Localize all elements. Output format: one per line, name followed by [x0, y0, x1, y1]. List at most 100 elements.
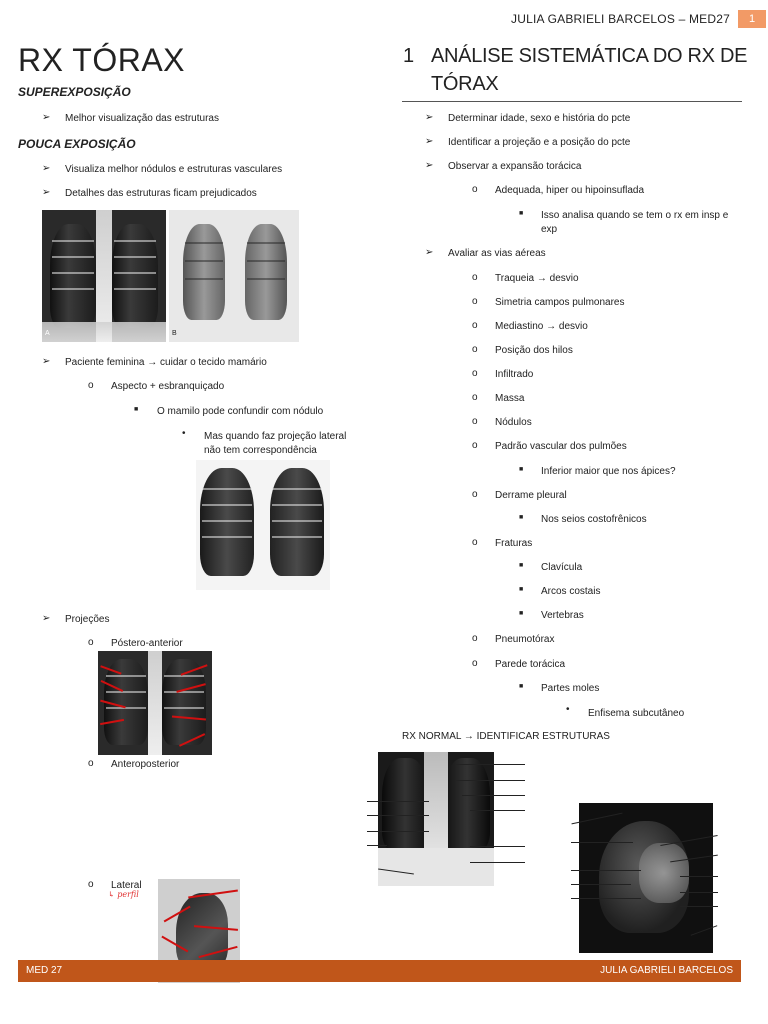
item-inferior: Inferior maior que nos ápices? [541, 466, 676, 477]
section-title-line1: ANÁLISE SISTEMÁTICA DO RX DE [431, 45, 748, 67]
lateral-note-line2: não tem correspondência [204, 445, 317, 456]
label-line [571, 884, 631, 885]
footer-left: MED 27 [26, 965, 63, 976]
item-derrame: Derrame pleural [495, 490, 567, 501]
pouca-exposicao-heading: POUCA EXPOSIÇÃO [18, 137, 136, 151]
arrow-bullet-icon: ➢ [425, 136, 434, 147]
label-line [367, 801, 429, 802]
circle-bullet-icon: o [472, 296, 478, 307]
item-fraturas: Fraturas [495, 538, 533, 549]
xray-image-normal-lateral [579, 803, 713, 953]
item-parede: Parede torácica [495, 659, 566, 670]
mamilo-item: O mamilo pode confundir com nódulo [157, 406, 324, 417]
circle-bullet-icon: o [472, 658, 478, 669]
item-nodulos: Nódulos [495, 417, 532, 428]
item-simetria: Simetria campos pulmonares [495, 297, 625, 308]
dot-bullet-icon: • [566, 704, 570, 715]
label-line [470, 810, 525, 811]
projecoes-item: Projeções [65, 614, 110, 625]
anteroposterior-item: Anteroposterior [111, 759, 180, 770]
arrow-bullet-icon: ➢ [425, 247, 434, 258]
pouca-item-1: Visualiza melhor nódulos e estruturas va… [65, 164, 283, 175]
page-title: RX TÓRAX [18, 42, 185, 78]
xray-image-normal-pa [378, 752, 494, 886]
superexposicao-heading: SUPEREXPOSIÇÃO [18, 85, 131, 99]
square-bullet-icon: ■ [519, 586, 524, 593]
circle-bullet-icon: o [472, 440, 478, 451]
lateral-item: Lateral [111, 880, 142, 891]
arrow-bullet-icon: ➢ [425, 160, 434, 171]
section-title-line2: TÓRAX [431, 73, 499, 95]
label-line [470, 862, 525, 863]
item-insp-line2: exp [541, 224, 558, 235]
label-line [455, 764, 525, 765]
circle-bullet-icon: o [472, 633, 478, 644]
item-adequada: Adequada, hiper ou hipoinsuflada [495, 185, 645, 196]
item-vertebras: Vertebras [541, 610, 584, 621]
item-pneumotorax: Pneumotórax [495, 634, 555, 645]
circle-bullet-icon: o [472, 392, 478, 403]
item-vias: Avaliar as vias aéreas [448, 248, 546, 259]
square-bullet-icon: ■ [519, 514, 524, 521]
lateral-note-line1: Mas quando faz projeção lateral [204, 431, 347, 442]
label-line [680, 892, 718, 893]
postero-anterior-item: Póstero-anterior [111, 638, 183, 649]
aspecto-item: Aspecto + esbranquiçado [111, 381, 225, 392]
header-author: JULIA GABRIELI BARCELOS – MED27 [511, 12, 730, 26]
handwritten-perfil-note: ↳ perfil [108, 890, 139, 899]
item-clavicula: Clavícula [541, 562, 583, 573]
circle-bullet-icon: o [472, 272, 478, 283]
xray-image-female [196, 460, 330, 590]
item-insp-line1: Isso analisa quando se tem o rx em insp … [541, 210, 729, 221]
image-label-a: A [45, 330, 50, 337]
square-bullet-icon: ■ [519, 466, 524, 473]
label-line [455, 780, 525, 781]
item-massa: Massa [495, 393, 525, 404]
arrow-bullet-icon: ➢ [42, 356, 51, 367]
xray-image-b: B [169, 210, 299, 342]
label-line [367, 831, 429, 832]
circle-bullet-icon: o [472, 184, 478, 195]
circle-bullet-icon: o [88, 879, 94, 890]
xray-image-pa [98, 651, 212, 755]
item-infiltrado: Infiltrado [495, 369, 534, 380]
item-hilos: Posição dos hilos [495, 345, 573, 356]
footer-right: JULIA GABRIELI BARCELOS [600, 965, 733, 976]
section-divider [402, 101, 742, 102]
rx-normal-heading: RX NORMAL → IDENTIFICAR ESTRUTURAS [402, 731, 610, 742]
circle-bullet-icon: o [472, 344, 478, 355]
page-footer: MED 27 JULIA GABRIELI BARCELOS [18, 960, 741, 982]
item-mediastino: Mediastino → desvio [495, 321, 588, 332]
circle-bullet-icon: o [88, 380, 94, 391]
dot-bullet-icon: • [182, 428, 186, 439]
paciente-feminina: Paciente feminina → cuidar o tecido mamá… [65, 357, 267, 368]
item-traqueia: Traqueia → desvio [495, 273, 579, 284]
label-line [462, 795, 525, 796]
label-line [470, 846, 525, 847]
arrow-bullet-icon: ➢ [42, 163, 51, 174]
item-partes-moles: Partes moles [541, 683, 600, 694]
circle-bullet-icon: o [88, 637, 94, 648]
page-number-badge: 1 [738, 10, 766, 28]
label-line [571, 842, 633, 843]
item-seios: Nos seios costofrênicos [541, 514, 647, 525]
label-line [367, 815, 429, 816]
arrow-bullet-icon: ➢ [42, 613, 51, 624]
arrow-bullet-icon: ➢ [42, 187, 51, 198]
circle-bullet-icon: o [472, 416, 478, 427]
circle-bullet-icon: o [472, 489, 478, 500]
item-arcos: Arcos costais [541, 586, 601, 597]
arrow-bullet-icon: ➢ [425, 112, 434, 123]
square-bullet-icon: ■ [519, 562, 524, 569]
section-number: 1 [403, 45, 414, 67]
xray-image-a: A [42, 210, 166, 342]
square-bullet-icon: ■ [519, 210, 524, 217]
section-heading: 1 ANÁLISE SISTEMÁTICA DO RX DE TÓRAX [403, 42, 747, 98]
item-idade: Determinar idade, sexo e história do pct… [448, 113, 631, 124]
label-line [571, 898, 641, 899]
item-projecao: Identificar a projeção e a posição do pc… [448, 137, 631, 148]
pouca-item-2: Detalhes das estruturas ficam prejudicad… [65, 188, 257, 199]
label-line [367, 845, 387, 846]
super-item: Melhor visualização das estruturas [65, 113, 219, 124]
item-padrao: Padrão vascular dos pulmões [495, 441, 627, 452]
